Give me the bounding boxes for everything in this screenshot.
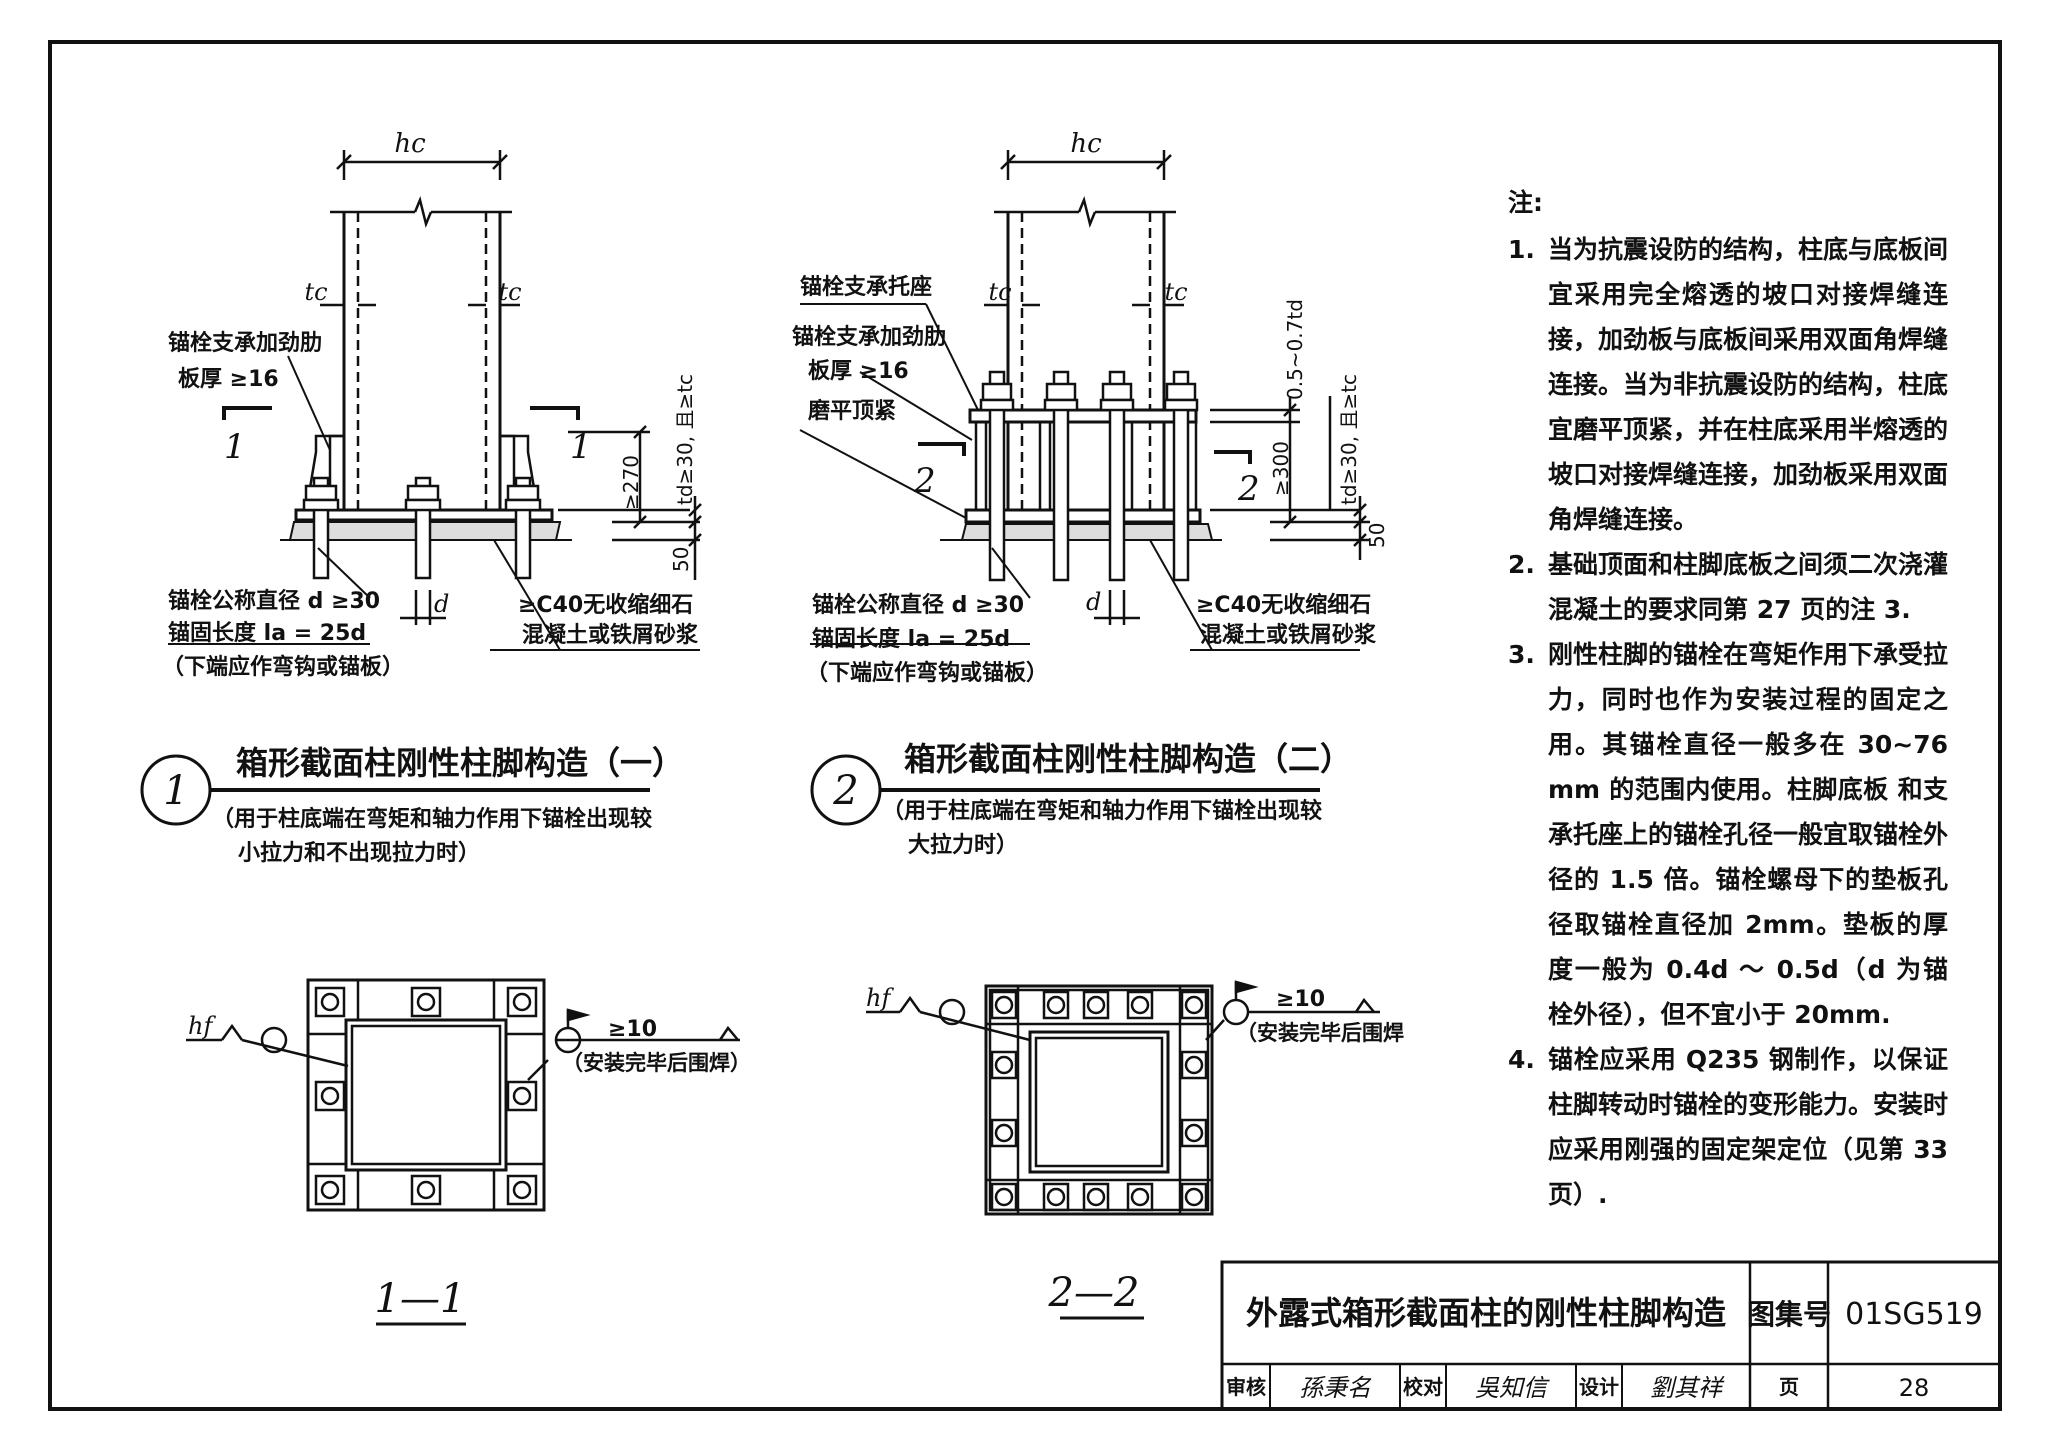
note-text: 锚栓应采用 Q235 钢制作，以保证柱脚转动时锚栓的变形能力。安装时应采用刚强的…	[1548, 1045, 1949, 1209]
title-block	[1220, 1260, 2002, 1411]
d2-rib-label-1: 锚栓支承加劲肋	[792, 324, 946, 350]
d1-bolt-label-3: （下端应作弯钩或锚板）	[162, 654, 404, 680]
d2-section-mark-right: 2	[1237, 469, 1260, 509]
s2-weld-note: （安装完毕后围焊	[1236, 1021, 1404, 1045]
notes-panel: 注: 1. 当为抗震设防的结构，柱底与底板间宜采用完全熔透的坡口对接焊缝连接，加…	[1508, 180, 1948, 1217]
d1-rib-label-2: 板厚 ≥16	[178, 367, 279, 392]
d2-grout-label-1: ≥C40无收缩细石	[1196, 592, 1371, 618]
s2-label: 2—2	[1048, 1270, 1140, 1316]
d1-subtitle-1: （用于柱底端在弯矩和轴力作用下锚栓出现较	[212, 806, 652, 832]
d2-dim-300: ≥300	[1269, 441, 1293, 496]
s2-weld-size: ≥10	[1276, 987, 1325, 1012]
d1-tc-left: tc	[304, 278, 327, 306]
section-2-2-plan	[866, 980, 1380, 1216]
d2-d-label: d	[1086, 588, 1101, 616]
d2-subtitle-2: 大拉力时）	[908, 832, 1018, 858]
d2-number: 2	[832, 768, 858, 814]
detail-2-elevation	[799, 150, 1370, 651]
notes-heading: 注:	[1508, 188, 1543, 217]
s1-hf-label: hf	[188, 1012, 216, 1040]
d1-hc-label: hc	[394, 129, 426, 159]
d2-dim-50: 50	[1365, 523, 1389, 548]
d2-bolt-label-3: （下端应作弯钩或锚板）	[806, 660, 1048, 686]
d1-dim-50: 50	[669, 547, 693, 572]
d2-tc-left: tc	[988, 278, 1011, 306]
d1-d-label: d	[434, 590, 449, 618]
title-block-checker: 吳知信	[1475, 1374, 1550, 1402]
title-block-page-label: 页	[1779, 1375, 1799, 1399]
s1-label: 1—1	[375, 1276, 466, 1322]
d1-dim-270: ≥270	[619, 455, 643, 510]
note-item: 2. 基础顶面和柱脚底板之间须二次浇灌混凝土的要求同第 27 页的注 3.	[1508, 542, 1948, 632]
d2-tc-right: tc	[1164, 278, 1187, 306]
d2-title: 箱形截面柱刚性柱脚构造（二）	[904, 740, 1352, 778]
d1-subtitle-2: 小拉力和不出现拉力时）	[238, 840, 480, 866]
d2-rib-label-2: 板厚 ≥16	[808, 359, 909, 384]
s1-weld-size: ≥10	[608, 1017, 657, 1042]
detail-1-elevation	[168, 150, 702, 651]
title-block-reviewer: 孫秉名	[1299, 1374, 1372, 1402]
title-block-atlas-no: 01SG519	[1845, 1297, 1983, 1332]
d1-grout-label-2: 混凝土或铁屑砂浆	[522, 622, 699, 648]
title-block-atlas-label: 图集号	[1747, 1298, 1831, 1331]
s2-hf-label: hf	[866, 984, 894, 1012]
d1-rib-label-1: 锚栓支承加劲肋	[168, 330, 322, 356]
note-number: 1.	[1508, 235, 1535, 264]
d2-subtitle-1: （用于柱底端在弯矩和轴力作用下锚栓出现较	[882, 798, 1322, 824]
note-number: 3.	[1508, 640, 1535, 669]
note-text: 基础顶面和柱脚底板之间须二次浇灌混凝土的要求同第 27 页的注 3.	[1548, 550, 1949, 624]
title-block-designer: 劉其祥	[1650, 1374, 1725, 1402]
d2-dim-07: 0.5~0.7td	[1283, 299, 1307, 400]
note-text: 刚性柱脚的锚栓在弯矩作用下承受拉力，同时也作为安装过程的固定之用。其锚栓直径一般…	[1548, 640, 1949, 1029]
d2-grout-label-2: 混凝土或铁屑砂浆	[1200, 622, 1377, 648]
note-item: 4. 锚栓应采用 Q235 钢制作，以保证柱脚转动时锚栓的变形能力。安装时应采用…	[1508, 1037, 1948, 1217]
section-1-1-plan	[186, 978, 740, 1212]
note-text: 当为抗震设防的结构，柱底与底板间宜采用完全熔透的坡口对接焊缝连接，加劲板与底板间…	[1548, 235, 1949, 534]
sheet-frame	[48, 40, 2002, 1411]
s1-weld-note: （安装完毕后围焊）	[562, 1051, 751, 1075]
d1-bolt-label-2: 锚固长度 la = 25d	[168, 620, 366, 646]
d1-grout-label-1: ≥C40无收缩细石	[518, 592, 693, 618]
d1-number: 1	[163, 768, 188, 814]
d2-bolt-label-1: 锚栓公称直径 d ≥30	[812, 592, 1024, 618]
d2-grind-label: 磨平顶紧	[808, 399, 896, 424]
title-block-review-label: 审核	[1226, 1375, 1266, 1399]
d1-dim-td: td≥30, 且≥tc	[673, 374, 697, 505]
d1-title: 箱形截面柱刚性柱脚构造（一）	[236, 744, 684, 782]
d2-support-label: 锚栓支承托座	[800, 274, 932, 300]
d1-tc-right: tc	[498, 278, 521, 306]
d1-bolt-label-1: 锚栓公称直径 d ≥30	[168, 588, 380, 614]
note-item: 1. 当为抗震设防的结构，柱底与底板间宜采用完全熔透的坡口对接焊缝连接，加劲板与…	[1508, 227, 1948, 542]
d2-hc-label: hc	[1070, 129, 1102, 159]
d1-section-mark-right: 1	[570, 427, 592, 467]
title-block-page-no: 28	[1899, 1374, 1930, 1402]
note-item: 3. 刚性柱脚的锚栓在弯矩作用下承受拉力，同时也作为安装过程的固定之用。其锚栓直…	[1508, 632, 1948, 1037]
title-block-check-label: 校对	[1403, 1375, 1443, 1399]
d2-section-mark-left: 2	[913, 461, 936, 501]
note-number: 2.	[1508, 550, 1535, 579]
d2-dim-td: td≥30, 且≥tc	[1337, 374, 1361, 505]
d1-section-mark-left: 1	[224, 427, 246, 467]
note-number: 4.	[1508, 1045, 1535, 1074]
title-block-design-label: 设计	[1579, 1375, 1619, 1399]
d2-bolt-label-2: 锚固长度 la = 25d	[812, 626, 1010, 652]
title-block-title: 外露式箱形截面柱的刚性柱脚构造	[1246, 1294, 1726, 1332]
